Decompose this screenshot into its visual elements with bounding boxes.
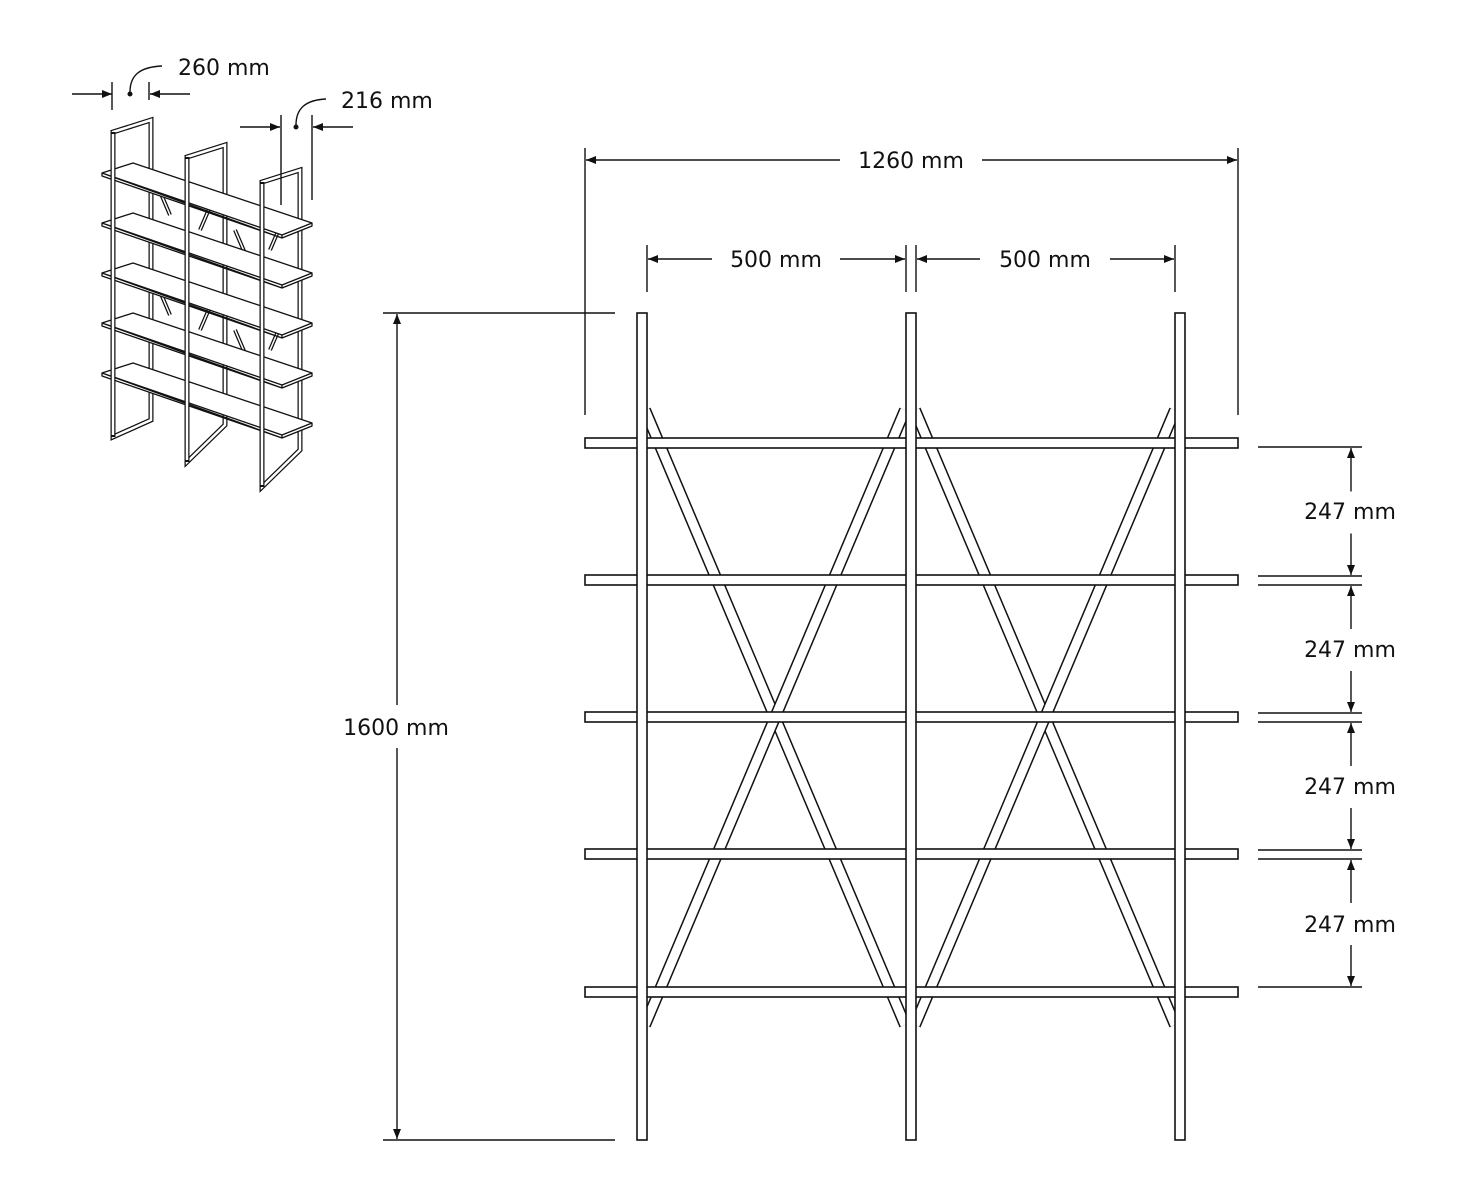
shelf-spacing-dimensions: 247 mm 247 mm 247 mm 247 mm xyxy=(1258,446,1396,988)
shelf-spacing-label-1: 247 mm xyxy=(1304,500,1396,525)
depth-label: 260 mm xyxy=(178,56,270,81)
height-dimension: 1600 mm xyxy=(343,312,615,1141)
bay-width-label-right: 500 mm xyxy=(999,248,1091,273)
iso-shelves xyxy=(101,132,313,487)
height-label: 1600 mm xyxy=(343,716,449,741)
depth-dimension: 260 mm xyxy=(72,56,270,110)
isometric-view: 260 mm 216 mm xyxy=(72,56,433,493)
shelf-spacing-label-4: 247 mm xyxy=(1304,913,1396,938)
total-width-dimension: 1260 mm xyxy=(584,148,1239,415)
post xyxy=(905,312,917,1141)
bay-width-label-left: 500 mm xyxy=(730,248,822,273)
post xyxy=(1174,312,1186,1141)
shelf-depth-label: 216 mm xyxy=(341,89,433,114)
shelf-spacing-label-3: 247 mm xyxy=(1304,775,1396,800)
front-view: 1260 mm 500 mm 500 mm 1600 mm 247 mm 247… xyxy=(343,148,1396,1141)
shelf-spacing-label-2: 247 mm xyxy=(1304,638,1396,663)
post xyxy=(636,312,648,1141)
total-width-label: 1260 mm xyxy=(858,149,964,174)
posts xyxy=(636,312,1186,1141)
shelf-depth-dimension: 216 mm xyxy=(240,89,433,205)
bay-width-dimensions: 500 mm 500 mm xyxy=(646,245,1176,292)
